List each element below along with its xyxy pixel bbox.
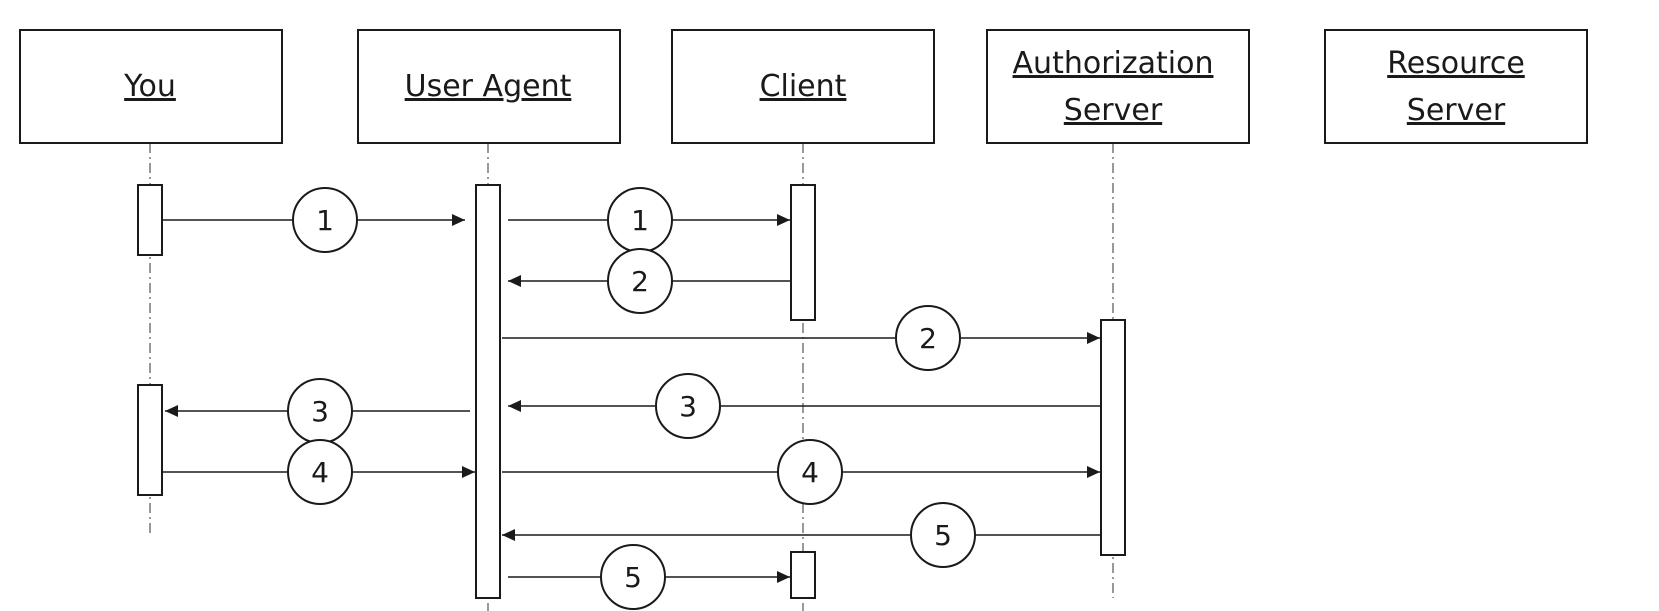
step-circle — [600, 544, 666, 610]
arrowhead — [165, 405, 178, 417]
arrowhead — [508, 275, 521, 287]
step-number: 4 — [801, 456, 819, 489]
step-number: 2 — [919, 322, 937, 355]
message-5: 3 — [508, 373, 1100, 439]
arrowhead — [1087, 332, 1100, 344]
message-10: 5 — [508, 544, 790, 610]
actor-box — [19, 29, 283, 144]
actor-you: You — [19, 29, 283, 144]
step-circle — [292, 187, 358, 253]
activation-authorization-server — [1100, 319, 1126, 556]
arrowhead — [508, 400, 521, 412]
actor-box — [357, 29, 621, 144]
actor-label: You — [123, 69, 176, 104]
actor-label: Server — [1407, 93, 1506, 128]
step-circle — [287, 439, 353, 505]
step-circle — [655, 373, 721, 439]
actor-label: Server — [1064, 93, 1163, 128]
message-7: 4 — [162, 439, 475, 505]
arrowhead — [1087, 466, 1100, 478]
actor-box — [986, 29, 1250, 144]
message-9: 5 — [502, 502, 1100, 568]
message-4: 2 — [502, 305, 1100, 371]
step-circle — [895, 305, 961, 371]
arrowhead — [777, 571, 790, 583]
message-8: 4 — [502, 439, 1100, 505]
activation-you — [137, 384, 163, 496]
step-number: 3 — [679, 390, 697, 423]
actor-box — [671, 29, 935, 144]
arrowhead — [502, 529, 515, 541]
step-number: 5 — [934, 519, 952, 552]
actor-user-agent: User Agent — [357, 29, 621, 144]
actor-label: User Agent — [405, 69, 572, 104]
step-number: 3 — [311, 395, 329, 428]
activation-client — [790, 551, 816, 599]
actor-label: Resource — [1387, 46, 1525, 81]
arrowhead — [452, 214, 465, 226]
actor-label: Authorization — [1013, 46, 1214, 81]
actor-client: Client — [671, 29, 935, 144]
step-number: 1 — [316, 204, 334, 237]
step-number: 1 — [631, 204, 649, 237]
activation-you — [137, 184, 163, 256]
arrowhead — [462, 466, 475, 478]
actor-label: Client — [760, 69, 847, 104]
message-1: 1 — [162, 187, 465, 253]
message-2: 1 — [508, 187, 790, 253]
arrowhead — [777, 214, 790, 226]
activation-client — [790, 184, 816, 321]
message-3: 2 — [508, 248, 790, 314]
step-number: 4 — [311, 456, 329, 489]
step-circle — [910, 502, 976, 568]
actor-box — [1324, 29, 1588, 144]
step-number: 2 — [631, 265, 649, 298]
step-number: 5 — [624, 561, 642, 594]
step-circle — [607, 248, 673, 314]
message-6: 3 — [165, 378, 470, 444]
activation-user-agent — [475, 184, 501, 599]
step-circle — [777, 439, 843, 505]
